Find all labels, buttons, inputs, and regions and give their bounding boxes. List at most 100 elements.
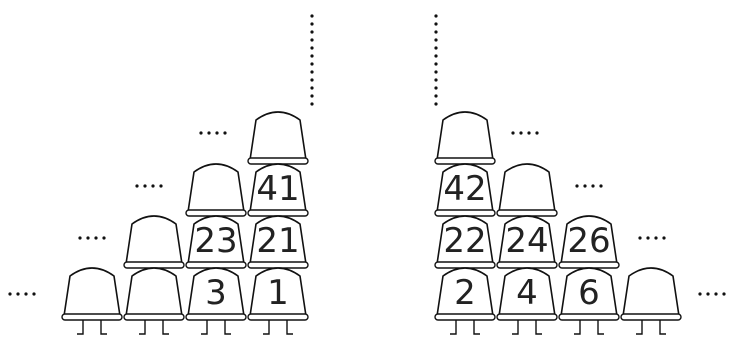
- dot-mark: [434, 14, 437, 17]
- seat-back-shape: [126, 216, 182, 264]
- seat-back-shape: [623, 268, 679, 316]
- dot-mark: [434, 46, 437, 49]
- seat-rim-shape: [248, 262, 308, 268]
- dot-mark: [151, 184, 154, 187]
- dot-mark: [310, 102, 313, 105]
- dot-mark: [434, 38, 437, 41]
- seat-rim-shape: [62, 314, 122, 320]
- seat-number: 1: [267, 273, 289, 313]
- dot-mark: [706, 292, 709, 295]
- dot-mark: [310, 14, 313, 17]
- seat-back-shape: [437, 112, 493, 160]
- dot-mark: [714, 292, 717, 295]
- seat-rim-shape: [248, 210, 308, 216]
- dot-mark: [434, 22, 437, 25]
- seat: 41: [248, 164, 308, 216]
- dot-mark: [86, 236, 89, 239]
- dot-mark: [434, 30, 437, 33]
- dot-mark: [591, 184, 594, 187]
- seat-leg-left: [636, 320, 642, 334]
- seat-leg-left: [263, 320, 269, 334]
- seat: 24: [497, 216, 557, 268]
- seat: [621, 268, 681, 334]
- dot-mark: [434, 62, 437, 65]
- seat-rim-shape: [435, 314, 495, 320]
- dot-mark: [511, 131, 514, 134]
- seat: 26: [559, 216, 619, 268]
- seat-number: 24: [505, 221, 548, 261]
- dot-mark: [8, 292, 11, 295]
- seat-leg-left: [512, 320, 518, 334]
- seat-rim-shape: [124, 262, 184, 268]
- dot-mark: [310, 30, 313, 33]
- seat-rim-shape: [248, 158, 308, 164]
- dot-mark: [434, 78, 437, 81]
- dot-mark: [310, 22, 313, 25]
- dot-mark: [654, 236, 657, 239]
- seat-leg-right: [163, 320, 169, 334]
- dot-mark: [94, 236, 97, 239]
- seat-leg-left: [201, 320, 207, 334]
- seat: 3: [186, 268, 246, 334]
- seat-rim-shape: [435, 158, 495, 164]
- seat-leg-right: [474, 320, 480, 334]
- seat-back-shape: [499, 164, 555, 212]
- dot-mark: [223, 131, 226, 134]
- seat: [186, 164, 246, 216]
- seat-rim-shape: [186, 314, 246, 320]
- dot-mark: [698, 292, 701, 295]
- seat-number: 4: [516, 273, 538, 313]
- seat-back-shape: [64, 268, 120, 316]
- dot-mark: [24, 292, 27, 295]
- seat: 42: [435, 164, 495, 216]
- seat: [497, 164, 557, 216]
- dot-mark: [143, 184, 146, 187]
- seat-leg-right: [660, 320, 666, 334]
- dot-mark: [583, 184, 586, 187]
- seat: 23: [186, 216, 246, 268]
- seat-rim-shape: [497, 314, 557, 320]
- seat-number: 2: [454, 273, 476, 313]
- dot-mark: [310, 78, 313, 81]
- seat: 22: [435, 216, 495, 268]
- dot-mark: [434, 54, 437, 57]
- seat-rim-shape: [248, 314, 308, 320]
- dot-mark: [159, 184, 162, 187]
- dot-mark: [16, 292, 19, 295]
- dot-mark: [575, 184, 578, 187]
- dot-mark: [646, 236, 649, 239]
- seat-leg-left: [450, 320, 456, 334]
- seat-number: 3: [205, 273, 227, 313]
- seat-rim-shape: [559, 314, 619, 320]
- seat: 21: [248, 216, 308, 268]
- dot-mark: [199, 131, 202, 134]
- seat-rim-shape: [621, 314, 681, 320]
- seat: [62, 268, 122, 334]
- seat: [248, 112, 308, 164]
- dot-mark: [434, 86, 437, 89]
- seat-back-shape: [188, 164, 244, 212]
- seat-rim-shape: [497, 262, 557, 268]
- dot-mark: [722, 292, 725, 295]
- seat: [124, 268, 184, 334]
- dot-mark: [638, 236, 641, 239]
- dot-mark: [310, 54, 313, 57]
- dot-mark: [32, 292, 35, 295]
- seat-rim-shape: [186, 210, 246, 216]
- seat-leg-right: [536, 320, 542, 334]
- seat-rim-shape: [435, 262, 495, 268]
- dot-mark: [310, 38, 313, 41]
- seat-leg-left: [139, 320, 145, 334]
- seat-leg-right: [287, 320, 293, 334]
- dot-mark: [599, 184, 602, 187]
- seat-leg-right: [225, 320, 231, 334]
- seat: 4: [497, 268, 557, 334]
- seat-number: 23: [194, 221, 237, 261]
- dot-mark: [527, 131, 530, 134]
- dot-mark: [215, 131, 218, 134]
- dot-mark: [135, 184, 138, 187]
- seat-leg-right: [598, 320, 604, 334]
- seat-rim-shape: [435, 210, 495, 216]
